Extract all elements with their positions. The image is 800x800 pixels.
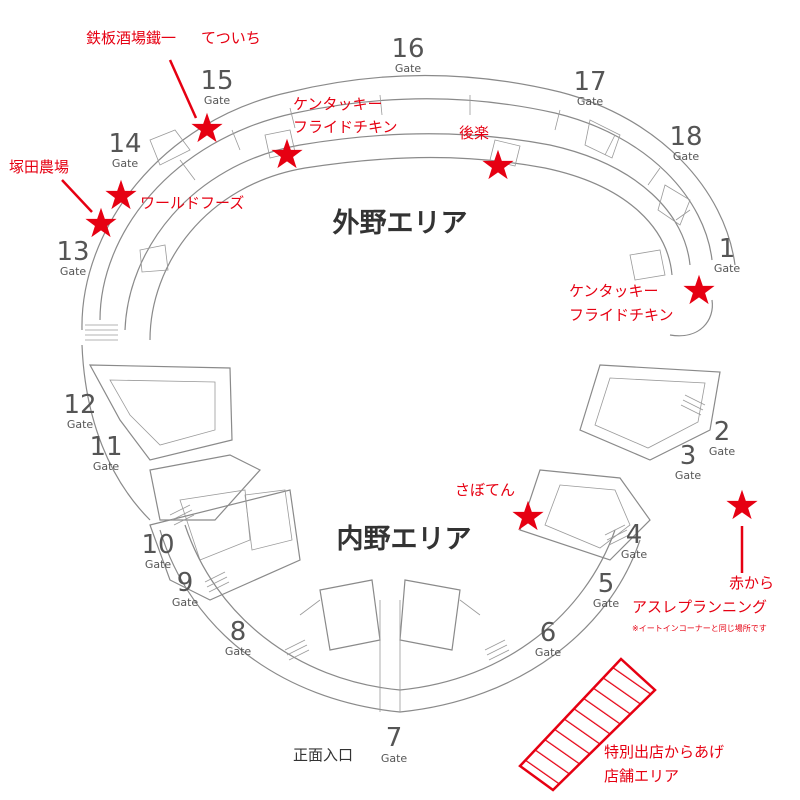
shop-label: ケンタッキー — [569, 282, 659, 300]
gate-number: 5 — [598, 569, 615, 599]
shop-note: ※イートインコーナーと同じ場所です — [632, 623, 767, 633]
shop-label: 赤から — [729, 574, 774, 592]
shop-tsukada[interactable]: 塚田農場 — [9, 158, 69, 176]
infield-area-title: 内野エリア — [337, 524, 472, 555]
gate-number: 16 — [391, 34, 424, 64]
shop-kfc-gate1[interactable]: ケンタッキー フライドチキン — [569, 282, 674, 324]
special-booth-area[interactable] — [518, 657, 657, 792]
shop-label: 鉄板酒場鐵一 — [86, 29, 176, 47]
gate-17: 17 Gate — [573, 67, 606, 108]
gate-number: 9 — [177, 568, 194, 598]
star-icon[interactable] — [683, 274, 715, 305]
gate-label: Gate — [225, 645, 252, 658]
gate-number: 10 — [141, 530, 174, 560]
star-icon[interactable] — [271, 138, 303, 169]
gate-number: 1 — [719, 234, 736, 264]
gate-label: Gate — [204, 94, 231, 107]
gate-11: 11 Gate — [89, 432, 122, 473]
gate-5: 5 Gate — [593, 569, 620, 610]
shop-saboten[interactable]: さぼてん — [455, 481, 515, 499]
stadium-structure — [81, 74, 736, 713]
gate-8: 8 Gate — [225, 617, 252, 658]
star-icon[interactable] — [726, 489, 758, 520]
star-icon[interactable] — [512, 500, 544, 531]
gate-label: Gate — [593, 597, 620, 610]
shop-gorak[interactable]: 後楽 — [459, 124, 489, 142]
gate-label: Gate — [675, 469, 702, 482]
shop-world-foods[interactable]: ワールドフーズ — [140, 194, 244, 212]
shop-label: ワールドフーズ — [140, 194, 244, 212]
gate-label: Gate — [714, 262, 741, 275]
gate-number: 13 — [56, 237, 89, 267]
gate-number: 12 — [63, 390, 96, 420]
gate-label: Gate — [395, 62, 422, 75]
pointer-line — [61, 179, 93, 213]
gate-16: 16 Gate — [391, 34, 424, 75]
shop-label: 塚田農場 — [9, 158, 69, 176]
gate-label: Gate — [673, 150, 700, 163]
gate-label: Gate — [67, 418, 94, 431]
shop-akakara[interactable]: 赤から アスレプランニング ※イートインコーナーと同じ場所です — [632, 574, 774, 633]
shop-kfc-outfield[interactable]: ケンタッキー フライドチキン — [293, 95, 398, 136]
main-entrance-label: 正面入口 — [293, 746, 353, 764]
gate-label: Gate — [172, 596, 199, 609]
gate-number: 2 — [714, 417, 731, 447]
gate-12: 12 Gate — [63, 390, 96, 431]
gate-2: 2 Gate — [709, 417, 736, 458]
shop-label: フライドチキン — [293, 118, 398, 136]
shop-special-karaage[interactable]: 特別出店からあげ 店舗エリア — [604, 743, 724, 785]
gate-label: Gate — [709, 445, 736, 458]
gate-number: 18 — [669, 122, 702, 152]
gate-4: 4 Gate — [621, 520, 648, 561]
gate-label: Gate — [621, 548, 648, 561]
gate-number: 14 — [108, 129, 141, 159]
gate-label: Gate — [535, 646, 562, 659]
gate-number: 8 — [230, 617, 247, 647]
gate-number: 7 — [386, 723, 403, 753]
gate-14: 14 Gate — [108, 129, 141, 170]
gate-label: Gate — [60, 265, 87, 278]
shop-label: アスレプランニング — [632, 598, 767, 616]
shop-label: 店舗エリア — [604, 767, 679, 785]
gate-6: 6 Gate — [535, 618, 562, 659]
shop-label: 後楽 — [459, 124, 489, 142]
gate-label: Gate — [145, 558, 172, 571]
gate-number: 15 — [200, 66, 233, 96]
shop-label: てついち — [201, 29, 261, 47]
shop-label: さぼてん — [455, 481, 515, 499]
star-icon[interactable] — [85, 207, 117, 238]
gate-label: Gate — [112, 157, 139, 170]
gate-number: 3 — [680, 441, 697, 471]
outfield-area-title: 外野エリア — [333, 208, 468, 239]
gate-10: 10 Gate — [141, 530, 174, 571]
shop-teppan[interactable]: 鉄板酒場鐵一 てついち — [86, 29, 261, 47]
pointer-line — [168, 59, 198, 119]
shop-label: 特別出店からあげ — [604, 743, 724, 761]
gate-number: 11 — [89, 432, 122, 462]
gate-number: 4 — [626, 520, 643, 550]
gate-number: 6 — [540, 618, 557, 648]
shop-label: フライドチキン — [569, 306, 674, 324]
gate-7: 7 Gate — [381, 723, 408, 765]
gate-3: 3 Gate — [675, 441, 702, 482]
gate-label: Gate — [93, 460, 120, 473]
gate-label: Gate — [577, 95, 604, 108]
gate-9: 9 Gate — [172, 568, 199, 609]
gate-number: 17 — [573, 67, 606, 97]
gate-1: 1 Gate — [714, 234, 741, 275]
gate-15: 15 Gate — [200, 66, 233, 107]
gate-label: Gate — [381, 752, 408, 765]
shop-label: ケンタッキー — [293, 95, 383, 113]
gate-13: 13 Gate — [56, 237, 89, 278]
gate-18: 18 Gate — [669, 122, 702, 163]
